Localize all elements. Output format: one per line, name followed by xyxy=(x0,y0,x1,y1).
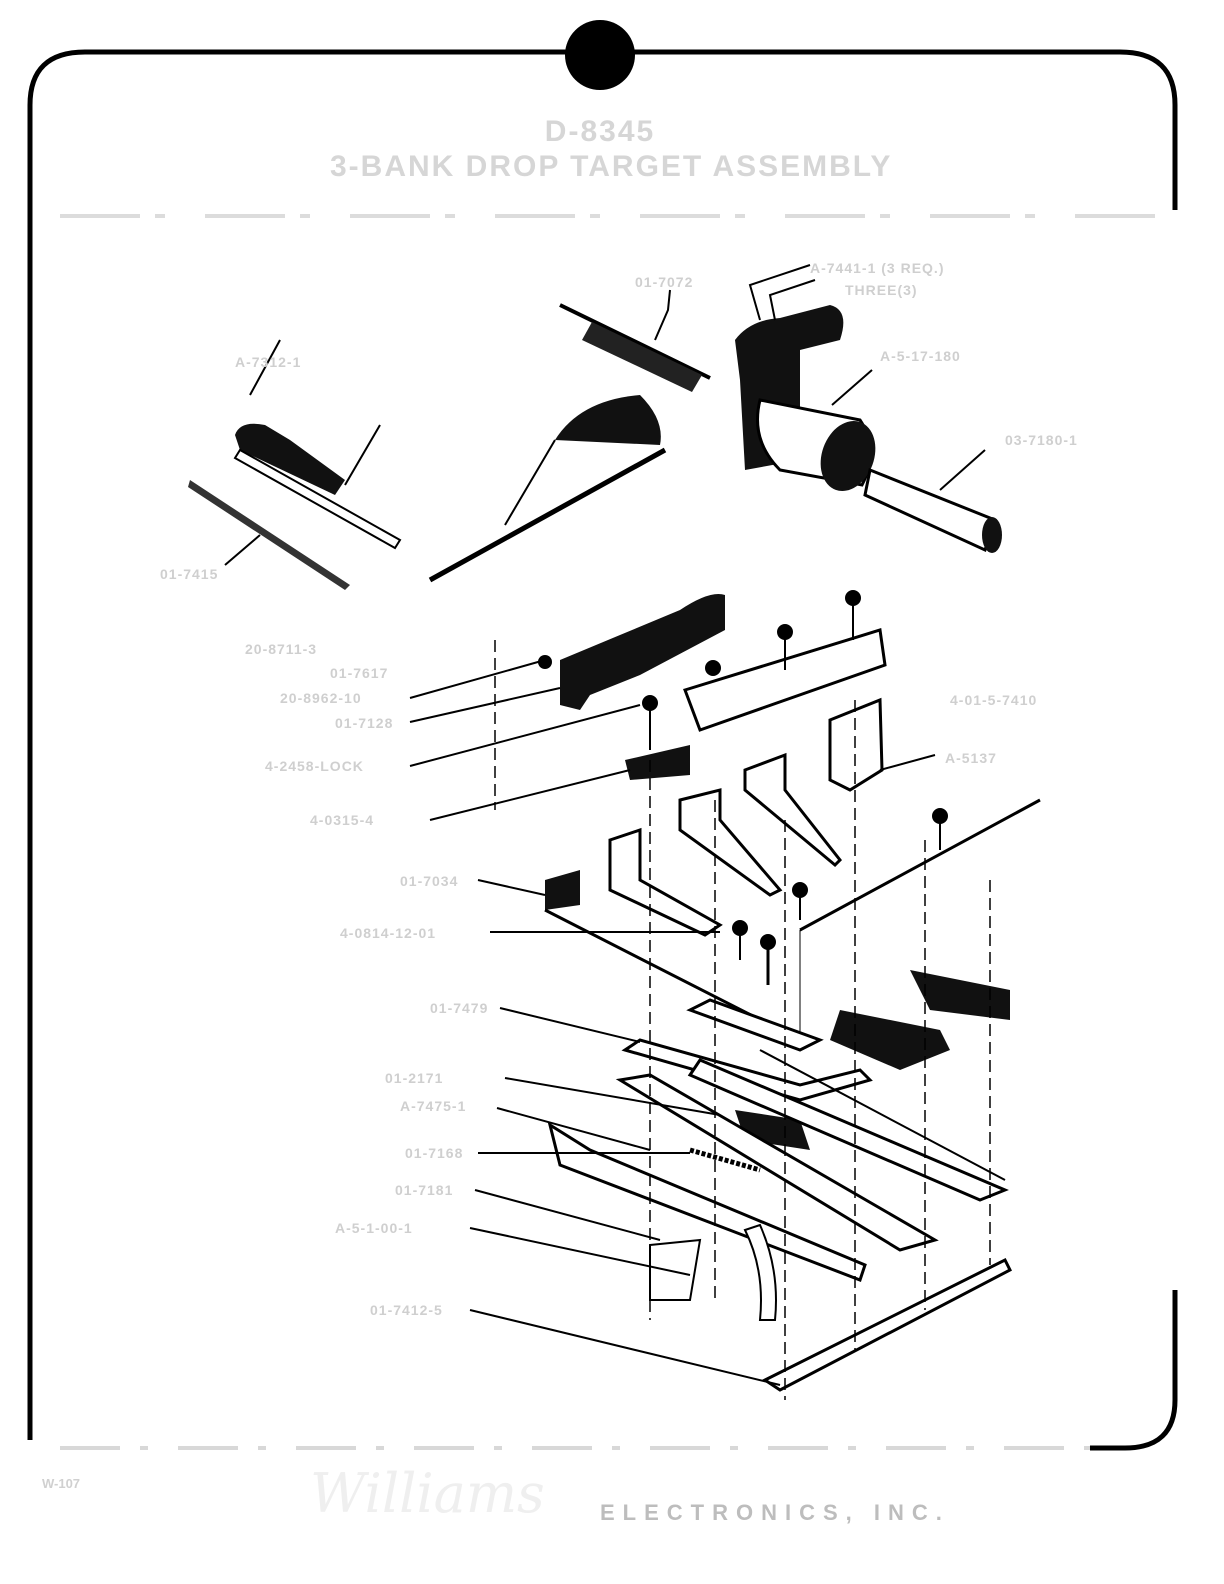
coil-assembly xyxy=(735,264,1002,553)
drawing-number: D-8345 xyxy=(544,115,656,148)
part-label: 03-7180-1 xyxy=(1005,432,1078,448)
part-label: 01-7034 xyxy=(400,873,459,889)
part-label: A-5137 xyxy=(945,750,997,766)
part-label: 20-8962-10 xyxy=(280,690,362,706)
bracket-plates xyxy=(545,594,887,937)
page-hole-punch xyxy=(565,20,635,90)
page-frame xyxy=(27,49,1178,1440)
screws xyxy=(538,590,948,985)
part-label: 01-7072 xyxy=(635,274,694,290)
part-label: 01-7181 xyxy=(395,1182,454,1198)
leader-lines xyxy=(409,659,936,1386)
page-title: 3-BANK DROP TARGET ASSEMBLY xyxy=(330,150,893,183)
part-label: A-7475-1 xyxy=(400,1098,467,1114)
page-frame-bottom xyxy=(1090,1290,1178,1451)
part-label: A-5-1-00-1 xyxy=(335,1220,413,1236)
part-label: 01-7168 xyxy=(405,1145,464,1161)
part-label: A-7441-1 (3 REQ.) xyxy=(810,260,945,276)
part-label: 4-0315-4 xyxy=(310,812,375,828)
part-label: 20-8711-3 xyxy=(245,641,318,657)
company-name: ELECTRONICS, INC. xyxy=(600,1500,950,1525)
drop-target-part xyxy=(188,339,402,590)
part-label: A-7312-1 xyxy=(235,354,302,370)
part-label: 01-2171 xyxy=(385,1070,444,1086)
lower-mechanism xyxy=(547,970,1013,1392)
part-label: 01-7128 xyxy=(335,715,394,731)
part-label: A-5-17-180 xyxy=(880,348,961,364)
part-label: 4-0814-12-01 xyxy=(340,925,437,941)
part-label: 01-7617 xyxy=(330,665,389,681)
part-label: 4-01-5-7410 xyxy=(950,692,1038,708)
reset-arm-part xyxy=(428,395,667,583)
part-label: THREE(3) xyxy=(845,282,918,298)
shaft-part xyxy=(559,289,711,392)
williams-logo: Williams xyxy=(310,1462,545,1525)
part-label: 01-7479 xyxy=(430,1000,489,1016)
alignment-lines xyxy=(494,640,991,1400)
part-label: 01-7415 xyxy=(160,566,219,582)
part-label: 01-7412-5 xyxy=(370,1302,443,1318)
part-label: 4-2458-LOCK xyxy=(265,758,364,774)
page-number: W-107 xyxy=(42,1476,81,1491)
